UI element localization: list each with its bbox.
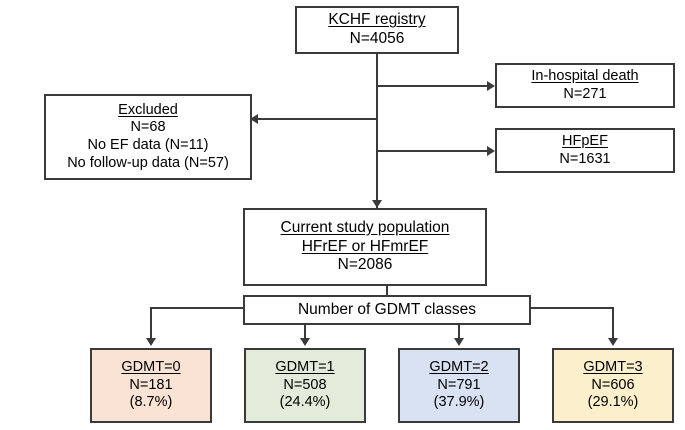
node-gdmt-2-percent: (37.9%) <box>433 394 485 411</box>
connector-to-hfpef <box>376 150 489 152</box>
node-gdmt-3-count: N=606 <box>591 376 635 393</box>
node-in-hospital-death-count: N=271 <box>563 85 607 102</box>
arrowhead-to-in-hospital-death <box>487 81 495 91</box>
node-population-subtitle: HFrEF or HFmrEF <box>301 237 429 255</box>
arrowhead-to-gdmt0 <box>146 338 156 346</box>
node-gdmt-1-label: GDMT=1 <box>275 358 335 375</box>
connector-fan-left-vertical <box>150 307 152 341</box>
node-gdmt-2-count: N=791 <box>437 376 481 393</box>
connector-fan-gdmt2-vertical <box>458 325 460 341</box>
node-current-study-population: Current study population HFrEF or HFmrEF… <box>243 208 487 286</box>
node-kchf-registry-count: N=4056 <box>349 30 405 47</box>
node-gdmt-1: GDMT=1 N=508 (24.4%) <box>244 348 366 423</box>
node-gdmt-3-label: GDMT=3 <box>583 358 643 375</box>
node-in-hospital-death: In-hospital death N=271 <box>495 63 675 108</box>
arrowhead-to-excluded <box>250 114 258 124</box>
node-number-of-gdmt-classes: Number of GDMT classes <box>243 295 531 325</box>
arrowhead-to-hfpef <box>487 146 495 156</box>
node-hfpef-count: N=1631 <box>559 150 611 167</box>
node-gdmt-3: GDMT=3 N=606 (29.1%) <box>552 348 674 423</box>
connector-population-to-gdmt-classes <box>386 286 388 295</box>
node-excluded-reason-no-followup-data: No follow-up data (N=57) <box>67 154 229 171</box>
connector-fan-gdmt1-vertical <box>304 325 306 341</box>
node-in-hospital-death-title: In-hospital death <box>531 67 639 84</box>
node-gdmt-1-percent: (24.4%) <box>279 394 331 411</box>
node-kchf-registry-title: KCHF registry <box>328 11 426 29</box>
node-gdmt-2: GDMT=2 N=791 (37.9%) <box>398 348 520 423</box>
node-population-count: N=2086 <box>337 256 393 274</box>
node-excluded: Excluded N=68 No EF data (N=11) No follo… <box>44 94 252 180</box>
node-excluded-count: N=68 <box>130 119 166 136</box>
connector-fan-right-horizontal <box>529 307 614 309</box>
node-kchf-registry: KCHF registry N=4056 <box>295 6 459 54</box>
connector-fan-left-horizontal <box>150 307 245 309</box>
node-gdmt-2-label: GDMT=2 <box>429 358 489 375</box>
connector-registry-trunk <box>376 54 378 208</box>
node-gdmt-0-count: N=181 <box>129 376 173 393</box>
node-population-title: Current study population <box>280 218 450 236</box>
node-gdmt-0-label: GDMT=0 <box>121 358 181 375</box>
node-gdmt-3-percent: (29.1%) <box>587 394 639 411</box>
connector-to-in-hospital-death <box>376 85 489 87</box>
node-gdmt-0: GDMT=0 N=181 (8.7%) <box>90 348 212 423</box>
connector-to-excluded <box>258 118 378 120</box>
node-gdmt-1-count: N=508 <box>283 376 327 393</box>
arrowhead-to-gdmt3 <box>608 338 618 346</box>
node-number-of-gdmt-classes-title: Number of GDMT classes <box>297 300 476 318</box>
node-gdmt-0-percent: (8.7%) <box>129 394 173 411</box>
node-hfpef-title: HFpEF <box>562 132 608 149</box>
node-excluded-reason-no-ef-data: No EF data (N=11) <box>87 137 209 153</box>
arrowhead-to-gdmt2 <box>454 338 464 346</box>
arrowhead-to-gdmt1 <box>300 338 310 346</box>
node-excluded-title: Excluded <box>118 101 178 118</box>
arrowhead-to-population <box>372 200 382 208</box>
node-hfpef: HFpEF N=1631 <box>495 128 675 173</box>
connector-fan-right-vertical <box>612 307 614 341</box>
